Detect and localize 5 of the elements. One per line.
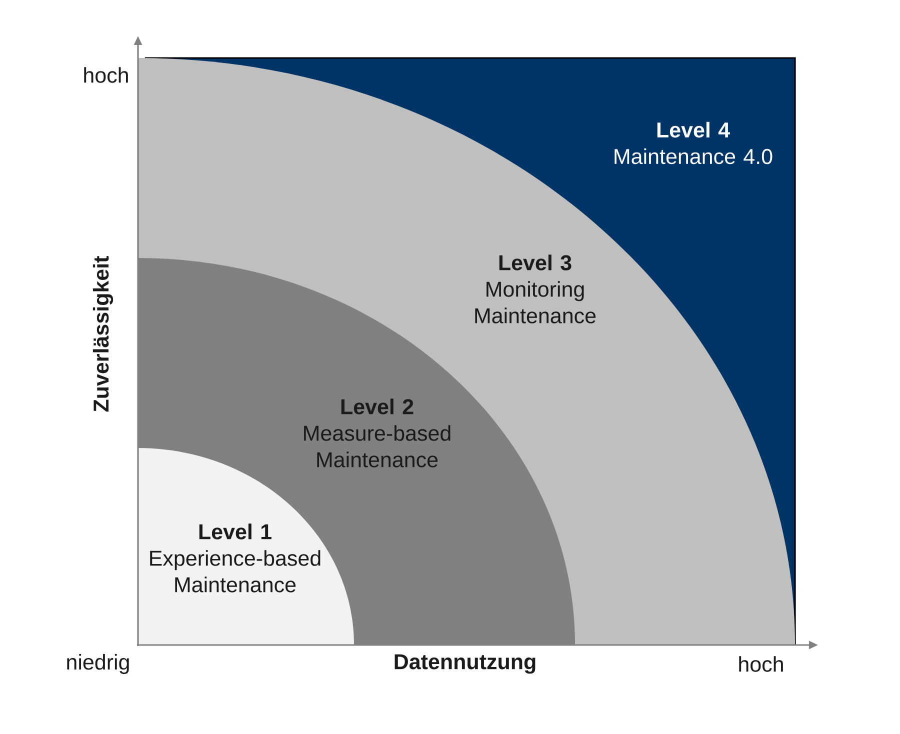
tick-label: niedrig — [67, 654, 129, 674]
axis-title: Zuverlässigkeit — [92, 256, 114, 412]
tick-label: hoch — [84, 67, 128, 83]
axis-title: Datennutzung — [394, 654, 536, 674]
tick-label: hoch — [739, 656, 783, 672]
